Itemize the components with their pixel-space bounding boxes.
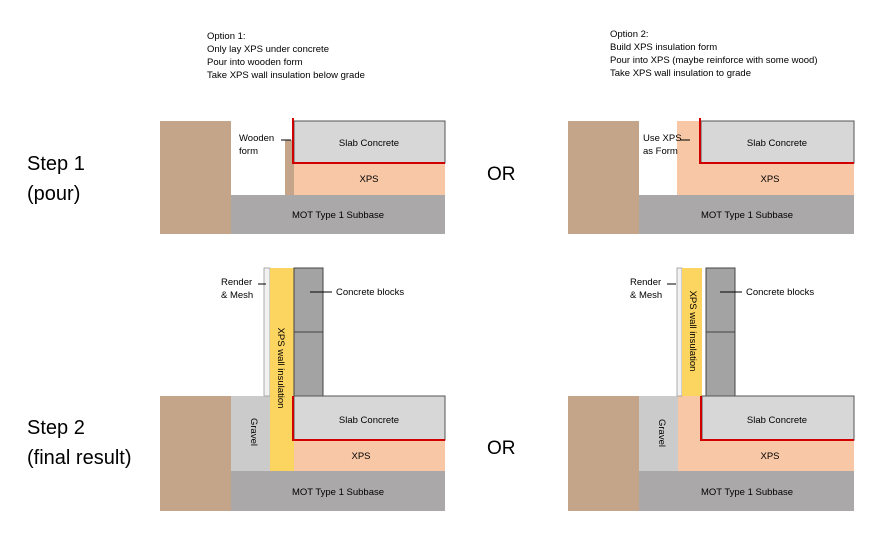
xps-label: XPS — [359, 174, 378, 185]
step2-label: Step 2 (final result) — [27, 417, 131, 469]
concrete-blocks-label: Concrete blocks — [336, 287, 404, 298]
render-mesh — [263, 267, 271, 397]
subbase — [231, 471, 445, 511]
subbase — [639, 471, 854, 511]
reinforcement-line — [699, 118, 854, 164]
xps-label: XPS — [760, 174, 779, 185]
slab-concrete-label: Slab Concrete — [339, 415, 399, 426]
xps-label: XPS — [760, 451, 779, 462]
step2-option1-section: Render & Mesh Concrete blocks XPS wall i… — [160, 267, 446, 511]
gravel — [639, 396, 678, 471]
slab-concrete-label: Slab Concrete — [747, 415, 807, 426]
soil — [568, 396, 639, 511]
subbase-label: MOT Type 1 Subbase — [292, 210, 384, 221]
xps-wall-insulation — [682, 268, 702, 396]
reinforcement-line — [292, 118, 445, 164]
subbase — [231, 195, 445, 234]
slab-concrete-label: Slab Concrete — [339, 138, 399, 149]
wooden-form — [285, 140, 294, 195]
xps-wall-insulation-label: XPS wall insulation — [275, 328, 286, 409]
subbase — [639, 195, 854, 234]
render-mesh-label: Render & Mesh — [221, 277, 255, 301]
step1-option2-section: Use XPS as Form Slab Concrete XPS MOT Ty… — [568, 118, 855, 234]
wooden-form-label: Wooden form — [239, 133, 277, 157]
reinforcement-line — [292, 396, 445, 441]
slab-concrete — [701, 395, 855, 441]
step1-label: Step 1 (pour) — [27, 153, 90, 205]
option1-note: Option 1: Only lay XPS under concrete Po… — [207, 31, 365, 81]
xps-wall-insulation-label: XPS wall insulation — [687, 291, 698, 372]
render-mesh-label: Render & Mesh — [630, 277, 664, 301]
soil — [568, 121, 639, 234]
option2-note: Option 2: Build XPS insulation form Pour… — [610, 29, 820, 79]
concrete-block — [705, 331, 736, 397]
xps-under-slab — [294, 440, 445, 471]
step1-option1-section: Wooden form Slab Concrete XPS MOT Type 1… — [160, 118, 446, 234]
concrete-blocks-label: Concrete blocks — [746, 287, 814, 298]
gravel-label: Gravel — [248, 418, 259, 446]
reinforcement-line — [700, 396, 854, 441]
soil — [160, 396, 231, 511]
xps-wall-insulation — [270, 268, 294, 471]
concrete-block — [293, 331, 324, 397]
xps-label: XPS — [351, 451, 370, 462]
gravel — [231, 396, 270, 471]
slab-concrete — [293, 120, 446, 164]
or-label-step1: OR — [487, 164, 516, 185]
concrete-block — [705, 267, 736, 333]
gravel-label: Gravel — [656, 419, 667, 447]
subbase-label: MOT Type 1 Subbase — [292, 487, 384, 498]
or-label-step2: OR — [487, 438, 516, 459]
subbase-label: MOT Type 1 Subbase — [701, 210, 793, 221]
subbase-label: MOT Type 1 Subbase — [701, 487, 793, 498]
slab-concrete-label: Slab Concrete — [747, 138, 807, 149]
concrete-block — [293, 267, 324, 333]
soil — [160, 121, 231, 234]
use-xps-form-label: Use XPS as Form — [643, 133, 684, 157]
step2-option2-section: Render & Mesh Concrete blocks XPS wall i… — [568, 267, 855, 511]
xps-under-slab — [294, 163, 445, 195]
render-mesh — [676, 267, 683, 397]
